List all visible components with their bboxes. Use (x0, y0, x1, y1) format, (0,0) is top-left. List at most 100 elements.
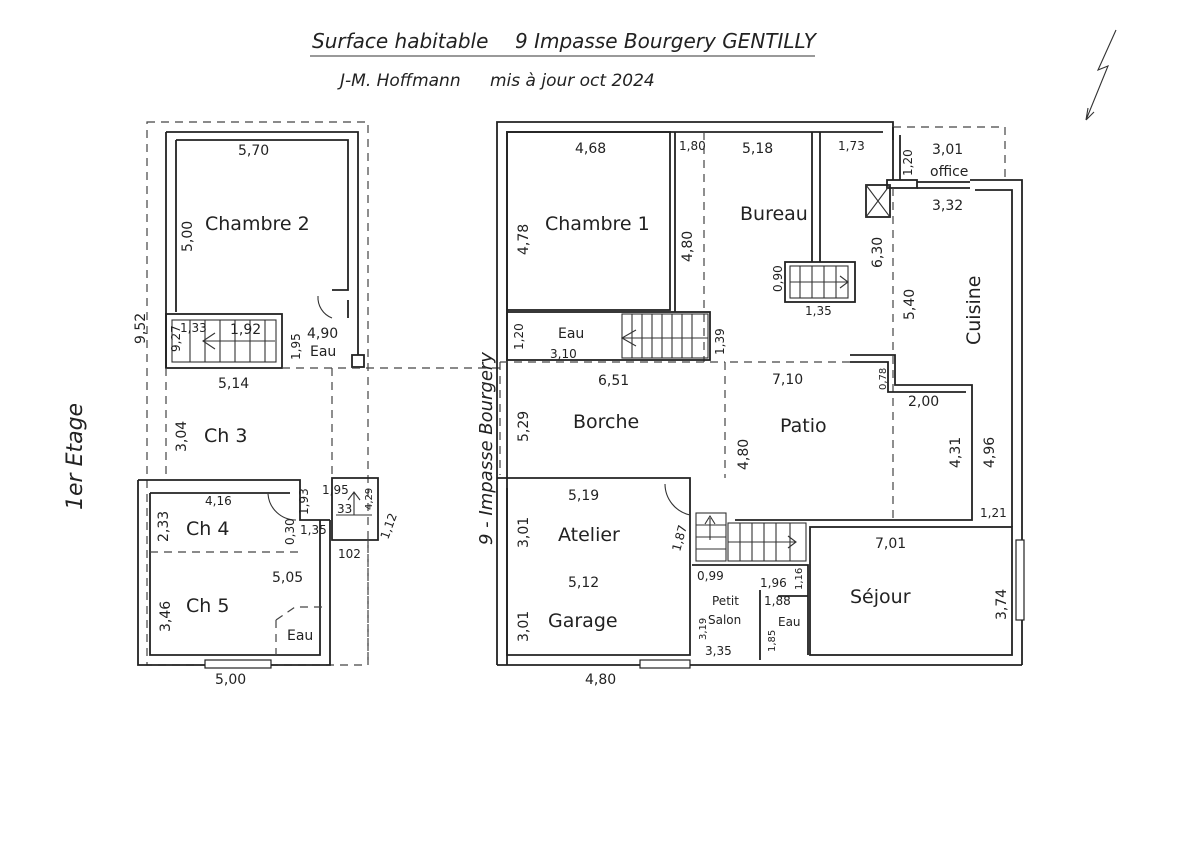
room-cuisine: Cuisine (963, 276, 985, 346)
dim-label: 1,95 (322, 483, 349, 497)
sejour-walls (809, 526, 1013, 656)
office-sill (886, 179, 918, 189)
dim-label: 1,96 (760, 576, 787, 590)
dim-label: 3,46 (158, 601, 174, 632)
upper-floor: Chambre 2 Ch 3 Ch 4 Ch 5 Eau Eau 5,70 5,… (133, 121, 500, 688)
dim-label: 1,20 (901, 149, 915, 176)
dim-label: 0,99 (697, 569, 724, 583)
room-eau: Eau (558, 326, 584, 342)
dim-label: 3,01 (932, 142, 963, 158)
office-outline (893, 126, 1006, 180)
stair-steps (789, 265, 849, 299)
title-left: Surface habitable (312, 29, 488, 53)
room-atelier: Atelier (558, 524, 620, 546)
door-arc (317, 295, 333, 319)
room-bureau: Bureau (740, 203, 808, 225)
dim-label: 5,18 (742, 141, 773, 157)
room-eau-ch5: Eau (287, 628, 313, 644)
dim-label: 9,52 (133, 313, 149, 344)
window (639, 659, 691, 669)
dim-label: 3,04 (174, 421, 190, 452)
room-ch5: Ch 5 (186, 595, 229, 617)
dim-label: 5,05 (272, 570, 303, 586)
dim-label: 3,01 (516, 611, 532, 642)
dim-label: 1,21 (980, 506, 1007, 520)
eau-walls (506, 311, 711, 361)
dim-label: 5,00 (215, 672, 246, 688)
chambre1-walls (506, 131, 671, 311)
chambre2-walls (165, 131, 359, 368)
north-arrow-icon (1085, 29, 1117, 121)
dim-label: 5,19 (568, 488, 599, 504)
dim-label: 4,96 (982, 437, 998, 468)
dim-label: 1,33 (180, 321, 207, 335)
dim-label: 1,12 (378, 511, 400, 541)
chimney (351, 354, 365, 368)
dim-label: 3,01 (516, 517, 532, 548)
dim-label: 9,27 (169, 325, 183, 352)
dim-label: 0,90 (771, 265, 785, 292)
bureau-walls (674, 132, 813, 312)
room-eau-upper: Eau (310, 344, 336, 360)
dim-label: 3,19 (698, 618, 709, 640)
dim-label: 7,10 (772, 372, 803, 388)
office-wall (892, 127, 901, 180)
ch5-dividers (150, 551, 325, 655)
dim-label: 1,87 (669, 523, 689, 552)
dim-label: 1,73 (838, 139, 865, 153)
dim-label: 4,78 (516, 224, 532, 255)
window (204, 659, 272, 669)
room-eau-small: Eau (778, 615, 801, 629)
dim-label: 1,85 (767, 630, 778, 652)
stair-arrow-icon (336, 491, 372, 516)
dim-label: 3,10 (550, 347, 577, 361)
dim-label: 0,30 (283, 518, 297, 545)
salon-walls (692, 564, 809, 660)
dim-label: 3,35 (705, 644, 732, 658)
dim-label: 5,70 (238, 143, 269, 159)
dim-label: 3,32 (932, 198, 963, 214)
room-chambre2: Chambre 2 (205, 213, 310, 235)
room-office: office (930, 164, 968, 180)
dim-label: 1,16 (794, 568, 805, 590)
room-patio: Patio (780, 415, 827, 437)
dim-label: 4,80 (585, 672, 616, 688)
room-petit-salon: Petit (712, 594, 739, 608)
dim-label: 1,20 (512, 323, 526, 350)
dim-label: 4,68 (575, 141, 606, 157)
stair-box (165, 313, 283, 369)
patio-walls (735, 354, 973, 521)
dim-label: 6,51 (598, 373, 629, 389)
dim-label: 1,39 (713, 328, 727, 355)
stair-steps (171, 319, 277, 363)
floor-label: 1er Etage (63, 403, 88, 510)
dim-label: 0,78 (878, 368, 889, 390)
dim-label: 4,31 (948, 437, 964, 468)
room-sejour: Séjour (850, 586, 911, 608)
dim-label: 1,35 (300, 523, 327, 537)
dim-label: 1,88 (764, 594, 791, 608)
ch4-notch (299, 477, 379, 541)
dim-label: 1,95 (289, 333, 303, 360)
room-ch4: Ch 4 (186, 518, 229, 540)
dim-label: 5,12 (568, 575, 599, 591)
dim-label: 4,16 (205, 494, 232, 508)
dim-label: 6,30 (870, 237, 886, 268)
dim-label: 3,74 (994, 589, 1010, 620)
room-chambre1: Chambre 1 (545, 213, 650, 235)
dim-label: 102 (338, 547, 361, 561)
upper-outline (146, 121, 369, 666)
dim-label: 4,80 (680, 231, 696, 262)
author: J-M. Hoffmann (337, 71, 461, 91)
dim-label: 7,01 (875, 536, 906, 552)
room-ch3: Ch 3 (204, 425, 247, 447)
dim-label: 5,00 (180, 221, 196, 252)
duct-cross-icon (865, 184, 891, 218)
dim-label: 5,40 (902, 289, 918, 320)
dim-label: 33 (337, 502, 352, 516)
window-office (917, 181, 970, 189)
cuisine-walls (970, 179, 1023, 665)
dim-label: 2,00 (908, 394, 939, 410)
title-right: 9 Impasse Bourgery GENTILLY (515, 29, 818, 53)
atelier-walls (497, 477, 1022, 666)
